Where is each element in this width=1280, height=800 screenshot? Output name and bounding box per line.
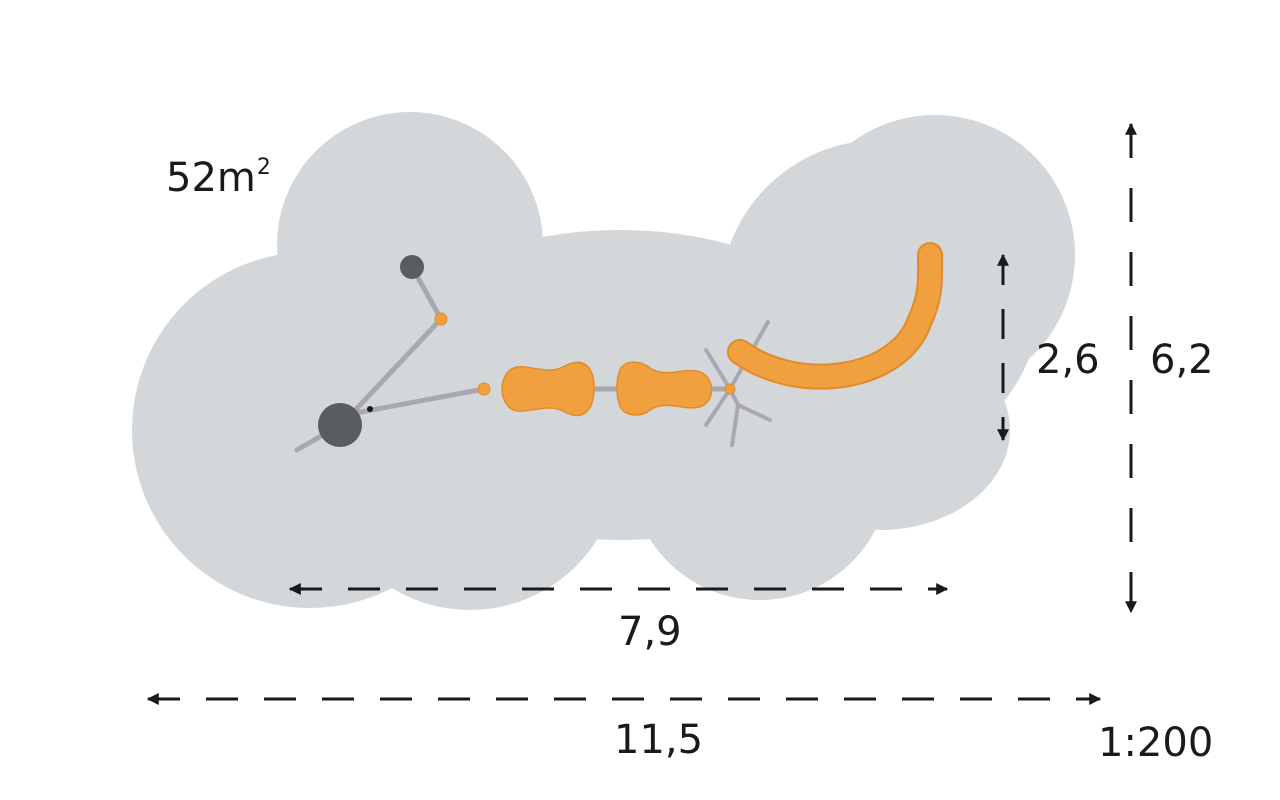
area-label: 52m2: [166, 155, 271, 201]
rod-joint-to-lower-pole: [342, 316, 444, 424]
area-unit-superscript: 2: [256, 155, 271, 180]
inner-width-label: 7,9: [618, 609, 682, 655]
pole-upper: [400, 255, 424, 279]
hub-strut-6: [730, 403, 740, 447]
pole-lower: [318, 403, 362, 447]
outer-depth-label: 6,2: [1150, 337, 1214, 383]
hub-strut-2: [704, 348, 732, 391]
curved-beam-fill: [729, 244, 942, 388]
scale-label: 1:200: [1098, 720, 1214, 766]
safety-zone: [132, 112, 1075, 610]
area-value: 52m: [166, 155, 256, 201]
joint-hub: [724, 383, 736, 395]
outer-width-label: 11,5: [614, 717, 704, 763]
dimension-lines: [146, 122, 1137, 705]
hub-strut-5: [736, 403, 772, 422]
pole-lower-anchor: [367, 406, 373, 412]
inner-depth-label: 2,6: [1036, 337, 1100, 383]
joint-upper: [434, 312, 448, 326]
seat-right: [616, 361, 713, 416]
hub-strut-3: [704, 387, 732, 427]
joint-chain: [477, 382, 491, 396]
seat-left: [501, 361, 595, 417]
